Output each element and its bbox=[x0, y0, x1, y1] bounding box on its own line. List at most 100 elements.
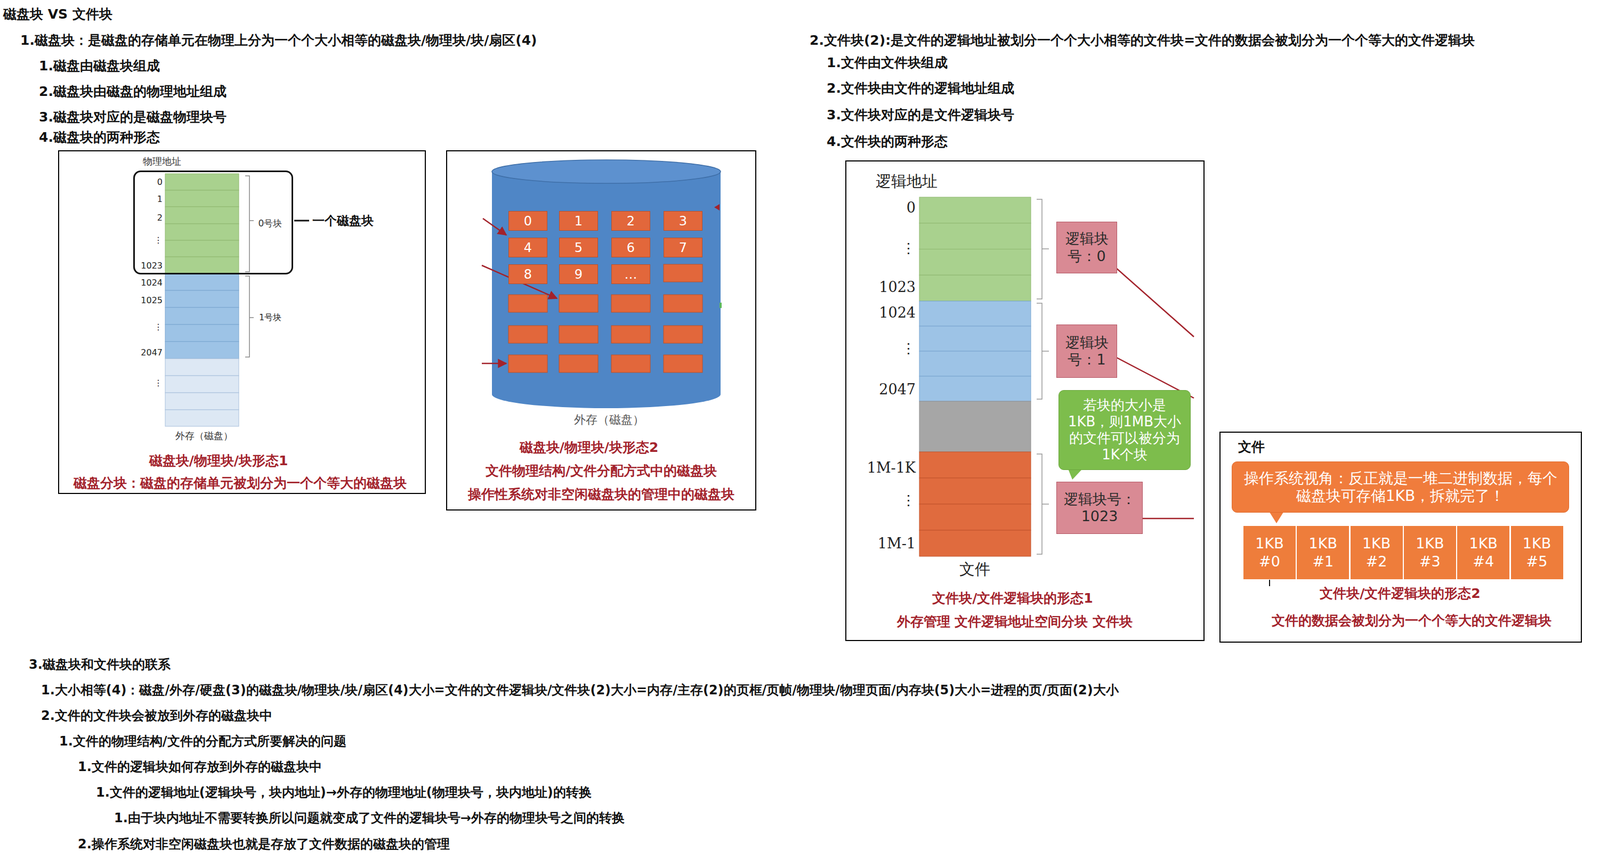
leader-line bbox=[1115, 267, 1194, 337]
section-text: 2.文件块由文件的逻辑地址组成 bbox=[826, 79, 1015, 98]
leader-line bbox=[294, 220, 310, 222]
file-block-cell: 1KB #4 bbox=[1456, 525, 1510, 580]
node-text: 9 bbox=[574, 267, 583, 282]
figure-label: 文件 bbox=[959, 559, 991, 581]
tick-mark bbox=[1269, 579, 1271, 587]
node-text: 1KB #0 bbox=[1255, 534, 1284, 571]
file-cell bbox=[919, 376, 1031, 402]
disk-block-cell: 3 bbox=[663, 211, 703, 231]
figure-label: 外存（磁盘） bbox=[175, 429, 233, 443]
disk-block-cell: 1 bbox=[559, 211, 599, 231]
disk-cell bbox=[165, 392, 239, 410]
bracket bbox=[1036, 454, 1049, 555]
disk-block-cell bbox=[663, 354, 703, 373]
disk-block-cell: 8 bbox=[508, 264, 548, 285]
caption: 文件的数据会被划分为一个个等大的文件逻辑块 bbox=[1271, 611, 1552, 630]
note-callout: 若块的大小是1KB，则1MB大小的文件可以被分为1K个块 bbox=[1058, 390, 1191, 471]
figure-panel: 0123456789…磁盘块/物理块/块形态2文件物理结构/文件分配方式中的磁盘… bbox=[446, 150, 757, 511]
node-text: 逻辑块号：1 bbox=[1060, 334, 1114, 369]
section-text: 1.文件的物理结构/文件的分配方式所要解决的问题 bbox=[59, 732, 347, 750]
node-text: 1KB #3 bbox=[1415, 534, 1444, 571]
node-text: 逻辑块号：1023 bbox=[1060, 490, 1139, 526]
disk-cell bbox=[165, 206, 239, 224]
disk-column bbox=[165, 173, 239, 427]
file-cell bbox=[919, 249, 1031, 276]
leader-line bbox=[1141, 518, 1194, 520]
address-number: 0 bbox=[157, 176, 163, 188]
disk-block-cell bbox=[663, 325, 703, 344]
caption: 磁盘分块：磁盘的存储单元被划分为一个个等大的磁盘块 bbox=[73, 474, 407, 492]
caption: 磁盘块/物理块/块形态1 bbox=[149, 451, 289, 470]
address-number: 2047 bbox=[140, 347, 163, 358]
address-number: 1M-1K bbox=[867, 459, 916, 476]
section-text: 1.磁盘块：是磁盘的存储单元在物理上分为一个个大小相等的磁盘块/物理块/块/扇区… bbox=[20, 31, 538, 50]
address-number: ⋮ bbox=[154, 377, 163, 389]
section-text: 1.大小相等(4)：磁盘/外存/硬盘(3)的磁盘块/物理块/块/扇区(4)大小=… bbox=[41, 681, 1119, 699]
disk-block-cell bbox=[611, 354, 651, 373]
disk-block-cell bbox=[663, 264, 703, 282]
file-cell bbox=[919, 504, 1031, 531]
address-number: 1号块 bbox=[259, 312, 282, 324]
caption: 外存管理 文件逻辑地址空间分块 文件块 bbox=[897, 612, 1133, 631]
file-cell bbox=[919, 401, 1031, 452]
page-title: 磁盘块 VS 文件块 bbox=[3, 5, 113, 23]
bracket bbox=[1036, 199, 1049, 300]
section-text: 4.磁盘块的两种形态 bbox=[38, 128, 160, 147]
node-text: 6 bbox=[626, 240, 635, 256]
file-cell bbox=[919, 301, 1031, 327]
node-text: 0号块 bbox=[258, 217, 283, 230]
address-number: 2 bbox=[157, 212, 163, 223]
logical-block-tag: 逻辑块号：1023 bbox=[1056, 481, 1143, 535]
disk-cell bbox=[165, 307, 239, 325]
node-text: … bbox=[624, 267, 638, 282]
disk-block-cell: 0 bbox=[508, 211, 548, 231]
node-text: 文件 bbox=[1238, 438, 1265, 456]
disk-cell bbox=[165, 240, 239, 257]
section-text: 3.磁盘块和文件块的联系 bbox=[28, 656, 171, 674]
section-text: 3.文件块对应的是文件逻辑块号 bbox=[826, 106, 1015, 124]
address-number: 1023 bbox=[878, 278, 916, 296]
disk-cylinder-top bbox=[491, 159, 721, 184]
pointer-mark bbox=[714, 204, 720, 211]
address-number: ⋮ bbox=[901, 239, 916, 257]
pointer-mark bbox=[719, 302, 722, 309]
address-number: ⋮ bbox=[901, 340, 916, 357]
node-text: 3 bbox=[679, 213, 688, 229]
note-callout: 操作系统视角：反正就是一堆二进制数据，每个磁盘块可存储1KB，拆就完了！ bbox=[1231, 461, 1570, 513]
section-text: 1.文件的逻辑块如何存放到外存的磁盘块中 bbox=[77, 758, 322, 776]
disk-block-cell bbox=[663, 294, 703, 313]
disk-block-cell: 7 bbox=[663, 237, 703, 258]
file-cell bbox=[919, 351, 1031, 377]
node-text: 1KB #2 bbox=[1362, 534, 1391, 571]
section-text: 2.文件块(2):是文件的逻辑地址被划分一个个大小相等的文件块=文件的数据会被划… bbox=[809, 31, 1475, 50]
node-text: 7 bbox=[679, 240, 688, 256]
disk-block-cell bbox=[508, 294, 548, 313]
bracket bbox=[1036, 303, 1049, 400]
address-number: 1023 bbox=[140, 260, 163, 271]
disk-cell bbox=[165, 173, 239, 191]
node-text: 1KB #4 bbox=[1468, 534, 1498, 571]
caption: 文件块/文件逻辑块的形态2 bbox=[1319, 584, 1481, 603]
file-cell bbox=[919, 326, 1031, 352]
section-text: 2.文件的文件块会被放到外存的磁盘块中 bbox=[41, 707, 273, 725]
disk-block-cell bbox=[559, 354, 599, 373]
address-number: ⋮ bbox=[154, 235, 163, 246]
disk-block-cell bbox=[611, 325, 651, 344]
disk-block-cell bbox=[611, 294, 651, 313]
disk-cell bbox=[165, 409, 239, 427]
node-text: 8 bbox=[523, 267, 532, 282]
disk-cell bbox=[165, 324, 239, 342]
file-block-cell: 1KB #1 bbox=[1296, 525, 1350, 580]
section-text: 1.文件由文件块组成 bbox=[826, 53, 948, 72]
node-text: 一个磁盘块 bbox=[312, 212, 374, 230]
address-number: 0 bbox=[906, 199, 916, 216]
disk-block-cell: 2 bbox=[611, 211, 651, 231]
address-number: 1 bbox=[157, 194, 163, 205]
disk-block-cell: 4 bbox=[508, 237, 548, 258]
disk-cell bbox=[165, 341, 239, 359]
disk-cell bbox=[165, 273, 239, 291]
section-text: 2.操作系统对非空闲磁盘块也就是存放了文件数据的磁盘块的管理 bbox=[77, 835, 450, 853]
